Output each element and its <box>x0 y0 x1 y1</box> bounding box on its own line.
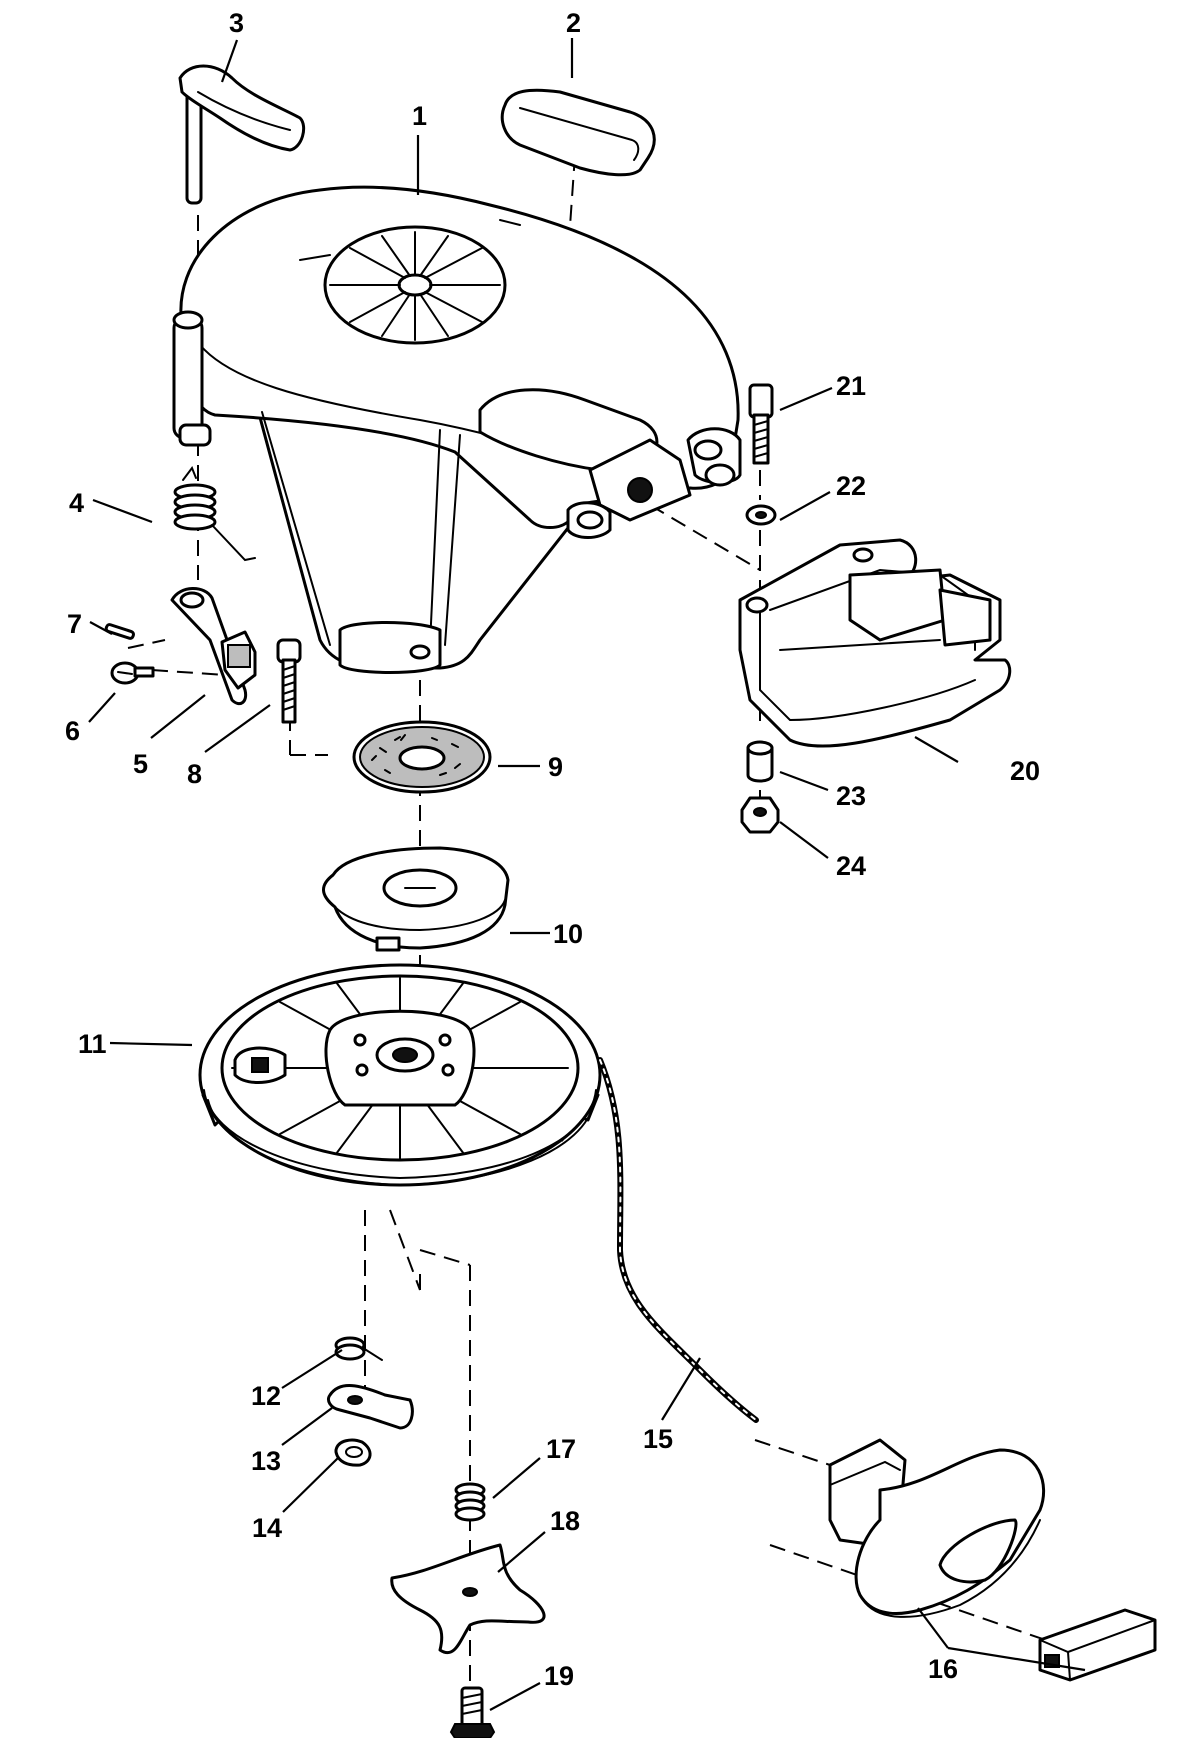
part-1-housing <box>172 185 742 674</box>
part-15-rope <box>597 1057 759 1423</box>
part-16-handle <box>828 1438 1157 1682</box>
part-5-pawl <box>170 587 257 706</box>
part-23-spacer <box>746 740 774 783</box>
part-4-torsion-spring <box>173 465 256 562</box>
callout-22: 22 <box>836 471 866 501</box>
part-9-washer <box>352 720 492 794</box>
part-22-washer <box>745 504 777 526</box>
part-6-screw <box>110 661 155 685</box>
callout-24: 24 <box>836 851 866 881</box>
part-11-pulley <box>198 963 602 1187</box>
callout-23: 23 <box>836 781 866 811</box>
part-3-lever <box>178 64 306 205</box>
callout-8: 8 <box>187 759 202 789</box>
leader-lines <box>88 38 1086 1711</box>
part-21-bolt <box>748 383 774 465</box>
part-17-spring <box>454 1482 486 1522</box>
callout-3: 3 <box>229 8 244 38</box>
callout-12: 12 <box>251 1381 281 1411</box>
callout-7: 7 <box>67 609 82 639</box>
callout-19: 19 <box>544 1661 574 1691</box>
callout-16: 16 <box>928 1654 958 1684</box>
part-20-bracket <box>738 538 1012 748</box>
part-13-pawl <box>326 1384 414 1430</box>
callout-9: 9 <box>548 752 563 782</box>
callout-21: 21 <box>836 371 866 401</box>
callout-15: 15 <box>643 1424 673 1454</box>
part-10-spring-cup <box>322 846 510 952</box>
callout-labels: 1 2 3 4 5 6 7 8 9 10 11 12 13 14 15 16 1… <box>65 8 1040 1691</box>
callout-10: 10 <box>553 919 583 949</box>
callout-13: 13 <box>251 1446 281 1476</box>
part-12-spring <box>334 1336 383 1361</box>
fan-grille-icon <box>323 225 507 345</box>
callout-2: 2 <box>566 8 581 38</box>
part-2-cover-plate <box>500 88 656 177</box>
callout-18: 18 <box>550 1506 580 1536</box>
callout-6: 6 <box>65 716 80 746</box>
part-8-bolt <box>276 638 302 724</box>
callout-11: 11 <box>78 1029 107 1059</box>
callout-1: 1 <box>412 101 427 131</box>
callout-4: 4 <box>69 488 84 518</box>
callout-17: 17 <box>546 1434 576 1464</box>
callout-5: 5 <box>133 749 148 779</box>
part-18-retainer <box>390 1543 546 1654</box>
part-7-pin <box>104 623 135 640</box>
part-24-nut <box>740 796 780 834</box>
part-19-bolt <box>449 1686 496 1738</box>
part-14-e-clip <box>334 1438 372 1467</box>
callout-20: 20 <box>1010 756 1040 786</box>
callout-14: 14 <box>252 1513 282 1543</box>
